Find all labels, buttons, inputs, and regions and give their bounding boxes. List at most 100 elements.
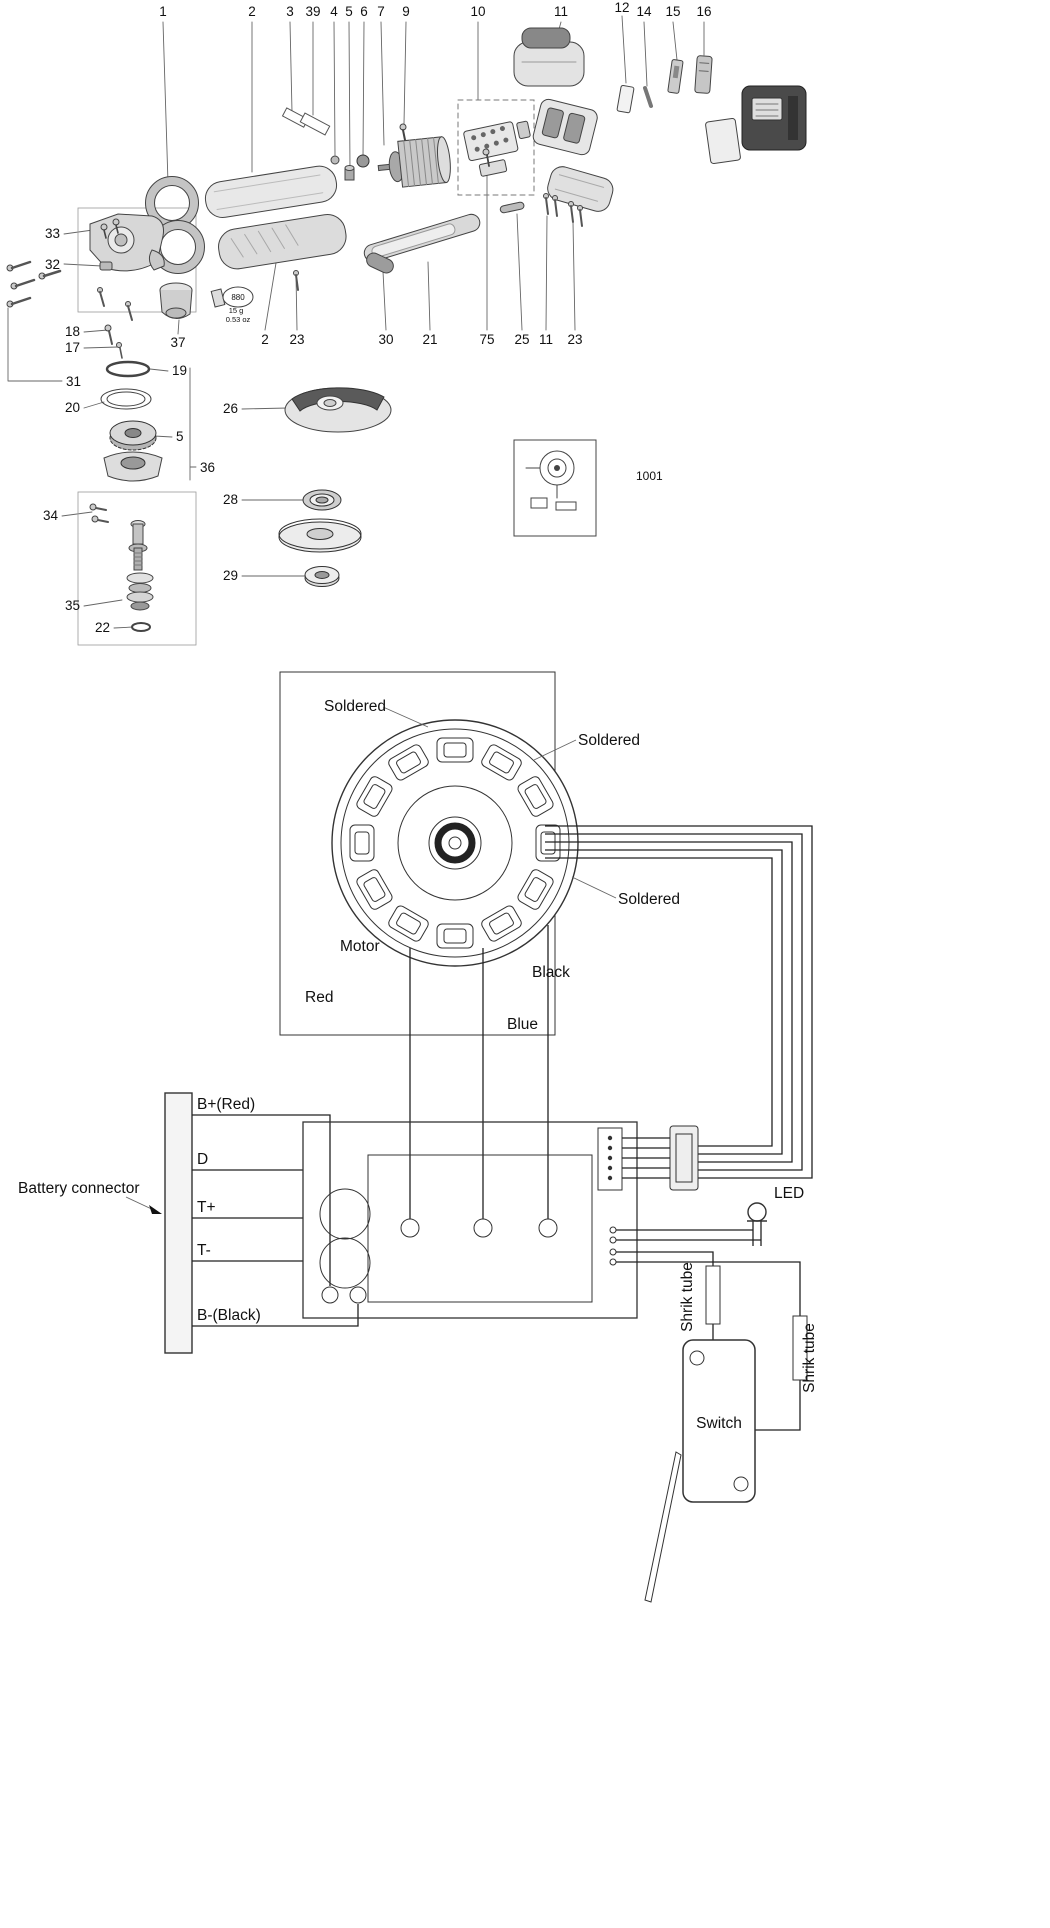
callout-label: 11: [554, 4, 568, 19]
wiring-diagram: Soldered Soldered Soldered Motor Black R…: [18, 671, 818, 1603]
callout-label: 5: [176, 429, 184, 444]
part-75-screw: [482, 148, 490, 167]
motor-label: Motor: [340, 938, 380, 955]
part-4-nut: [330, 155, 340, 165]
motor-stator: [331, 719, 579, 967]
part-20-oring: [100, 388, 152, 410]
grease-grams-label: 15 g: [229, 306, 244, 315]
connector-plug: [622, 1125, 699, 1191]
part-battery-pack: [705, 85, 807, 164]
terminal-label-d: D: [197, 1151, 208, 1168]
callout-label: 15: [665, 4, 680, 19]
part-wheel-guard: [284, 387, 392, 433]
soldered-label: Soldered: [324, 698, 386, 715]
callout-label: 31: [66, 374, 81, 389]
terminal-label-t-minus: T-: [197, 1242, 211, 1259]
part-29-flange-nut: [304, 566, 340, 587]
callout-label: 5: [345, 4, 353, 19]
part-sticker-39: [299, 112, 331, 136]
terminal-label-b-minus: B-(Black): [197, 1307, 261, 1324]
callout-label: 12: [614, 0, 629, 15]
part-electronics-module: [457, 99, 535, 196]
part-14-pin: [643, 86, 653, 108]
part-clamp-lever: [366, 252, 394, 274]
part-25-pin: [499, 201, 525, 214]
part-9-screw: [399, 123, 407, 141]
part-rear-housing: [547, 166, 614, 212]
exploded-view: 1 2 3 39 4 5 6 7 9 10 11 12 14 15 16 2 2…: [6, 0, 807, 646]
part-22-washer: [131, 622, 151, 632]
callout-label: 34: [43, 508, 59, 523]
callout-label: 23: [567, 332, 582, 347]
battery-connector-block: [164, 1092, 193, 1354]
inset-ref-label: 1001: [636, 469, 663, 483]
part-17-screw: [116, 342, 123, 359]
callout-label: 16: [696, 4, 711, 19]
callout-label: 32: [45, 257, 60, 272]
callout-label: 3: [286, 4, 294, 19]
phase-wires: [409, 925, 549, 1219]
part-23-screw-left: [293, 270, 299, 291]
callout-label: 26: [223, 401, 238, 416]
part-18-screw: [104, 324, 113, 345]
part-11-screws: [543, 193, 558, 217]
callout-label: 30: [378, 332, 393, 347]
part-19-oring: [105, 360, 151, 378]
part-15-bracket: [667, 59, 684, 94]
callout-label: 25: [514, 332, 529, 347]
callout-label: 9: [402, 4, 410, 19]
part-spindle: [128, 520, 148, 571]
led-wires: [616, 1229, 761, 1241]
soldered-label: Soldered: [618, 891, 680, 908]
part-switch-slider: [532, 98, 598, 156]
shrink-tube-1: [705, 1265, 721, 1325]
callout-label: 7: [377, 4, 385, 19]
part-23-screws-right: [568, 201, 583, 227]
part-side-handle: [363, 213, 481, 262]
callout-label: 33: [45, 226, 60, 241]
callout-label: 36: [200, 460, 215, 475]
callout-label: 20: [65, 400, 80, 415]
grease-code-label: 880: [231, 293, 245, 302]
part-grease-tube: [210, 286, 254, 308]
part-35-washers: [126, 572, 154, 611]
callout-label: 19: [172, 363, 187, 378]
part-motor-armature: [377, 136, 451, 188]
part-6-gear: [356, 154, 370, 168]
part-16-bracket: [694, 55, 713, 94]
callout-label: 39: [305, 4, 320, 19]
switch-label: Switch: [696, 1415, 742, 1432]
terminal-label-t-plus: T+: [197, 1199, 216, 1216]
shrink-tube-2: [792, 1315, 808, 1381]
motor-wire-bundle: [545, 825, 813, 1179]
part-31-screws: [6, 260, 62, 308]
part-12-plate: [616, 84, 635, 114]
part-switch-cover: [513, 27, 585, 87]
callout-label: 11: [539, 332, 553, 347]
callout-label: 18: [65, 324, 80, 339]
soldered-label: Soldered: [578, 732, 640, 749]
wire-color-black-label: Black: [532, 964, 570, 981]
battery-connector-label: Battery connector: [18, 1180, 139, 1197]
wire-color-red-label: Red: [305, 989, 333, 1006]
shrink-tube-label: Shrik tube: [679, 1262, 696, 1332]
wire-color-blue-label: Blue: [507, 1016, 538, 1033]
part-gear-head: [89, 213, 165, 321]
callout-label: 1: [159, 4, 167, 19]
battery-terminal-wires: [192, 1114, 359, 1327]
callout-leader-lines: [7, 15, 705, 629]
callout-label: 6: [360, 4, 368, 19]
part-36-bearing-plate: [103, 451, 163, 482]
battery-connector-arrowhead: [149, 1205, 162, 1214]
part-housing-shell-top: [204, 165, 338, 218]
switch-lever: [644, 1451, 682, 1603]
part-34-screws: [89, 503, 109, 523]
callout-label: 29: [223, 568, 238, 583]
shrink-tube-label: Shrik tube: [801, 1323, 818, 1393]
switch-wire-1: [616, 1251, 714, 1340]
callout-label: 10: [470, 4, 485, 19]
inset-box: [513, 439, 597, 537]
led-label: LED: [774, 1185, 804, 1202]
